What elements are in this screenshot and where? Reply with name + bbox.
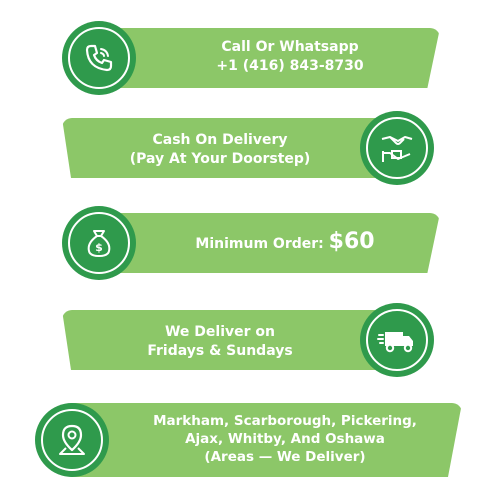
cod-title: Cash On Delivery [152,132,288,148]
areas-line2: Ajax, Whitby, And Oshawa [185,431,385,447]
cod-subtitle: (Pay At Your Doorstep) [129,151,311,167]
handshake-icon-circle [360,111,434,185]
svg-text:$: $ [95,241,103,254]
call-banner [80,28,440,88]
delivery-days-line1: We Deliver on [164,324,275,340]
phone-icon [85,44,113,72]
areas-banner [62,403,462,477]
delivery-days-text: We Deliver on Fridays & Sundays [100,323,340,361]
cod-text: Cash On Delivery (Pay At Your Doorstep) [100,131,340,169]
areas-text: Markham, Scarborough, Pickering, Ajax, W… [120,412,450,466]
min-order-text: Minimum Order: $60 [155,228,415,258]
areas-line1: Markham, Scarborough, Pickering, [153,413,417,429]
delivery-truck-icon-circle [360,303,434,377]
min-order-amount: $60 [328,229,375,254]
min-order-label: Minimum Order: [195,236,324,252]
money-bag-icon: $ [87,230,111,257]
handshake-icon [381,136,413,162]
phone-number: +1 (416) 843-8730 [216,58,364,74]
phone-icon-circle [62,21,136,95]
min-order-banner [80,213,440,273]
delivery-truck-icon [377,332,413,353]
location-pin-icon-circle [35,403,109,477]
money-bag-icon-circle: $ [62,206,136,280]
location-pin-icon [59,424,85,455]
call-title: Call Or Whatsapp [221,39,359,55]
delivery-days-line2: Fridays & Sundays [147,343,293,359]
areas-line3: (Areas — We Deliver) [204,449,366,465]
call-text: Call Or Whatsapp +1 (416) 843-8730 [160,38,420,76]
